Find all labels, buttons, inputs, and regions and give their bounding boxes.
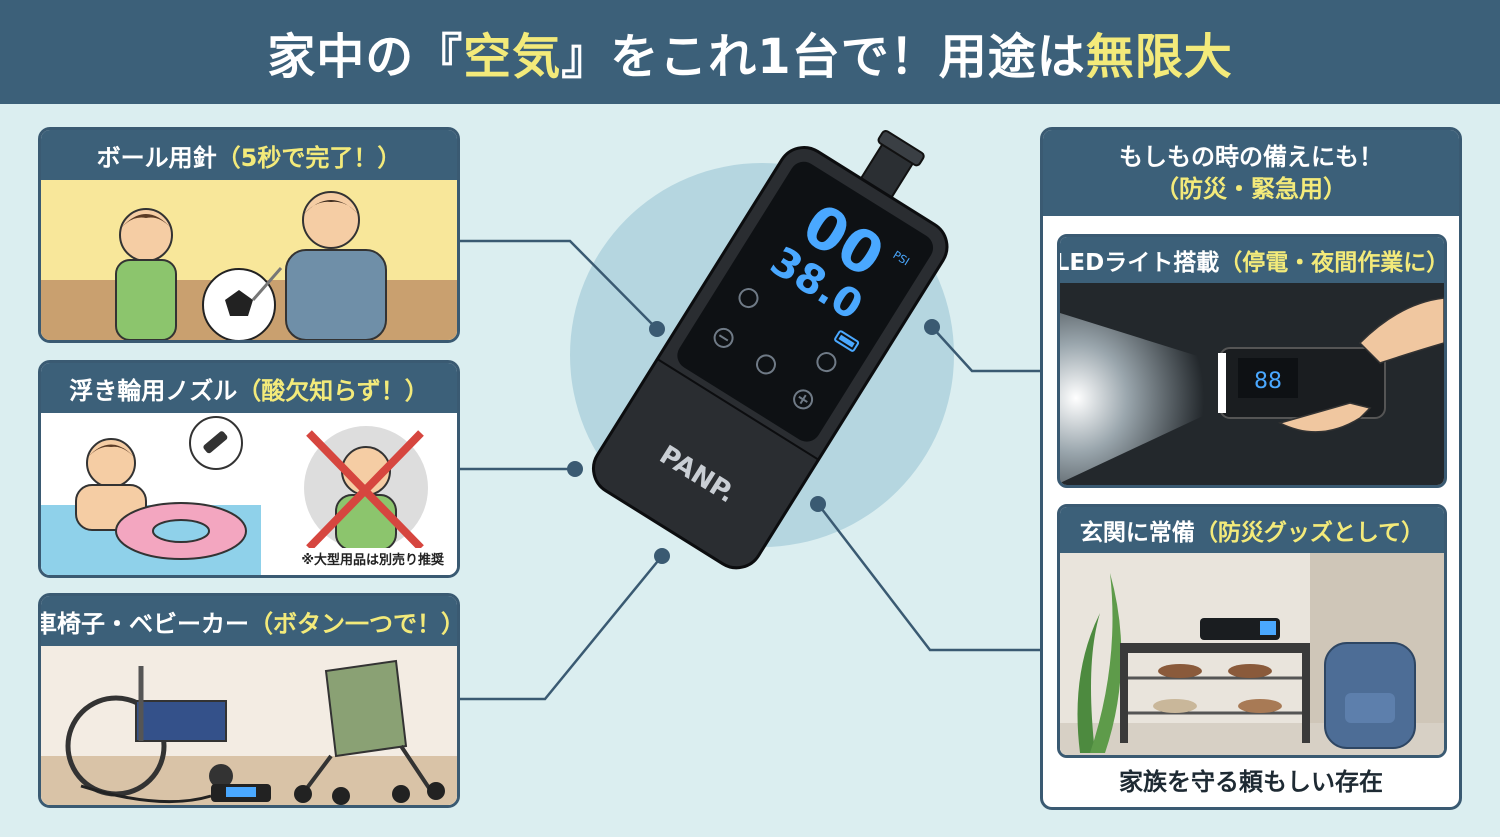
page-title: 家中の『空気』をこれ1台で！用途は無限大 [267, 17, 1232, 87]
mode-icon [738, 288, 759, 309]
connector-ball [460, 239, 658, 330]
subcard-title: LEDライト搭載 [1057, 250, 1220, 276]
family-tagline: 家族を守る頼もしい存在 [1119, 768, 1383, 796]
connector-dot [810, 496, 826, 512]
entrance-header: 玄関に常備（防災グッズとして） [1060, 507, 1444, 553]
large-item-footnote: ※大型用品は別売り推奨 [298, 548, 447, 569]
connector-wheelchair [460, 555, 663, 701]
subcard-led-light: LEDライト搭載（停電・夜間作業に） 88 [1057, 234, 1447, 488]
card-float-nozzle: 浮き輪用ノズル（酸欠知らず！） ※大型用品は別売り推奨 [38, 360, 460, 578]
card-note: （5秒で完了！） [216, 143, 402, 172]
connector-right-bottom [817, 503, 1042, 652]
air-pump-device: 00 PSI 38.0 PANP. [592, 130, 949, 570]
plus-button-icon [793, 389, 814, 410]
led-light-illustration: 88 [1060, 283, 1444, 485]
entrance-illustration [1060, 553, 1444, 755]
unit-button-icon [816, 352, 837, 373]
card-title: ボール用針 [96, 143, 217, 172]
title-text-2: 』をこれ1台で！用途は [561, 29, 1086, 85]
card-wheelchair-stroller: 車椅子・ベビーカー（ボタン一つで！） [38, 593, 460, 808]
led-light-header: LEDライト搭載（停電・夜間作業に） [1060, 237, 1444, 283]
minus-button-icon [713, 327, 734, 348]
float-ring-illustration [41, 413, 457, 575]
title-text-1: 家中の『 [267, 29, 464, 85]
header-banner: 家中の『空気』をこれ1台で！用途は無限大 [0, 0, 1500, 104]
subcard-entrance: 玄関に常備（防災グッズとして） [1057, 504, 1447, 758]
card-note: （ボタン一つで！） [249, 609, 460, 638]
card-float-nozzle-header: 浮き輪用ノズル（酸欠知らず！） [41, 363, 457, 413]
connector-dot [654, 548, 670, 564]
emergency-subtitle: （防災・緊急用） [1155, 175, 1347, 203]
wheelchair-stroller-illustration [41, 646, 457, 805]
emergency-title: もしもの時の備えにも！ [1119, 142, 1383, 171]
card-emergency-header: もしもの時の備えにも！ （防災・緊急用） [1043, 130, 1459, 216]
light-button-icon [755, 354, 776, 375]
svg-text:88: 88 [1254, 369, 1282, 394]
card-title: 浮き輪用ノズル [69, 376, 238, 405]
connector-right-top [931, 326, 1042, 373]
card-wheelchair-header: 車椅子・ベビーカー（ボタン一つで！） [41, 596, 457, 646]
card-ball-needle-header: ボール用針（5秒で完了！） [41, 130, 457, 180]
title-highlight-infinite: 無限大 [1085, 29, 1233, 85]
card-ball-needle: ボール用針（5秒で完了！） [38, 127, 460, 343]
card-emergency: もしもの時の備えにも！ （防災・緊急用） LEDライト搭載（停電・夜間作業に） … [1040, 127, 1462, 810]
connector-dot [924, 319, 940, 335]
connector-dot [649, 321, 665, 337]
ball-inflation-illustration [41, 180, 457, 340]
card-note: （酸欠知らず！） [237, 376, 429, 405]
battery-icon [834, 330, 860, 352]
connector-dot [567, 461, 583, 477]
subcard-note: （停電・夜間作業に） [1219, 250, 1447, 276]
title-highlight-air: 空気 [463, 29, 562, 85]
card-title: 車椅子・ベビーカー [38, 609, 249, 638]
subcard-title: 玄関に常備 [1079, 520, 1195, 546]
subcard-note: （防災グッズとして） [1194, 520, 1425, 546]
